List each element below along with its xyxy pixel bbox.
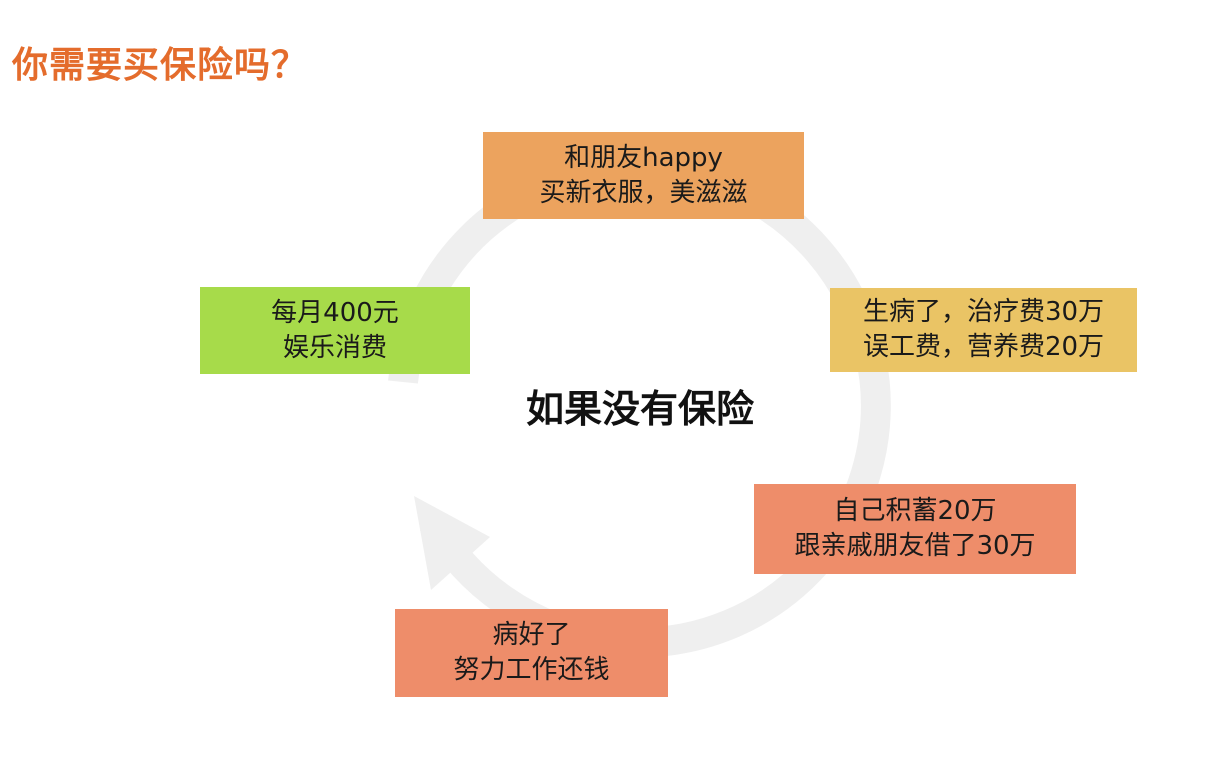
step-box-savings: 自己积蓄20万 跟亲戚朋友借了30万 [754, 484, 1076, 574]
step-box-line: 跟亲戚朋友借了30万 [794, 531, 1036, 561]
step-box-line: 买新衣服，美滋滋 [539, 177, 748, 208]
step-box-line: 每月400元 [271, 297, 399, 328]
step-box-line: 病好了 [492, 620, 571, 650]
step-box-line: 娱乐消费 [282, 332, 387, 363]
step-box-recovered: 病好了 努力工作还钱 [395, 609, 668, 697]
step-box-line: 生病了，治疗费30万 [862, 297, 1105, 327]
step-box-line: 自己积蓄20万 [833, 496, 997, 526]
step-box-monthly-spending: 每月400元 娱乐消费 [200, 287, 470, 374]
step-box-line: 努力工作还钱 [453, 655, 610, 685]
step-box-line: 和朋友happy [564, 142, 723, 173]
step-box-line: 误工费，营养费20万 [862, 332, 1105, 362]
center-label: 如果没有保险 [525, 387, 754, 431]
step-box-sick: 生病了，治疗费30万 误工费，营养费20万 [830, 288, 1137, 372]
slide-title: 你需要买保险吗？ [12, 45, 309, 86]
cycle-arrowhead [414, 496, 490, 590]
step-box-happy: 和朋友happy 买新衣服，美滋滋 [483, 132, 804, 219]
